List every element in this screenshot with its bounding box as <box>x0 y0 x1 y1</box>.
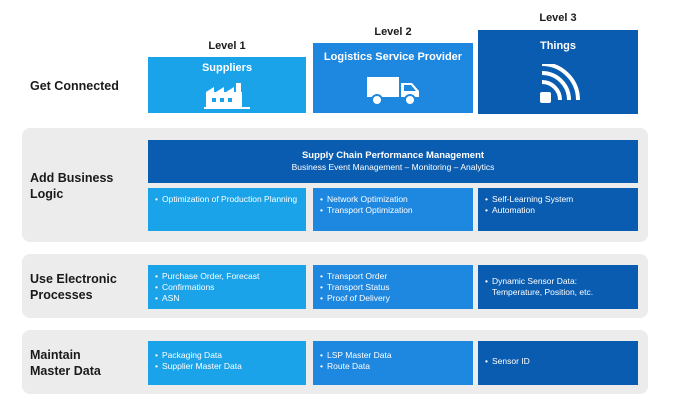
sensor-wireless-icon <box>540 64 580 103</box>
row-label-get-connected: Get Connected <box>30 79 119 93</box>
business-logic-things: Self-Learning System Automation <box>478 188 638 231</box>
scpm-title: Supply Chain Performance Management <box>301 150 485 161</box>
business-logic-lsp: Network Optimization Transport Optimizat… <box>313 188 473 231</box>
master-data-things: Sensor ID <box>478 341 638 385</box>
electronic-processes-suppliers: Purchase Order, Forecast Confirmations A… <box>148 265 306 309</box>
list-item: Purchase Order, Forecast <box>155 271 300 282</box>
list-item: LSP Master Data <box>320 350 467 361</box>
list-item: Confirmations <box>155 282 300 293</box>
things-title: Things <box>539 40 577 52</box>
master-data-suppliers: Packaging Data Supplier Master Data <box>148 341 306 385</box>
factory-icon <box>204 83 250 109</box>
scpm-banner: Supply Chain Performance Management Busi… <box>148 140 638 183</box>
lsp-title: Logistics Service Provider <box>323 51 463 63</box>
list-item: Dynamic Sensor Data: Temperature, Positi… <box>485 276 632 298</box>
electronic-processes-things: Dynamic Sensor Data: Temperature, Positi… <box>478 265 638 309</box>
list-item: Transport Order <box>320 271 467 282</box>
electronic-processes-lsp: Transport Order Transport Status Proof o… <box>313 265 473 309</box>
row-label-add-business-logic: Add Business Logic <box>30 171 114 201</box>
level-3-label: Level 3 <box>539 12 577 24</box>
list-item: Transport Optimization <box>320 205 467 216</box>
list-item: Route Data <box>320 361 467 372</box>
things-header: Things <box>478 30 638 114</box>
suppliers-header: Suppliers <box>148 57 306 113</box>
business-logic-suppliers: Optimization of Production Planning <box>148 188 306 231</box>
scpm-subtitle: Business Event Management – Monitoring –… <box>291 162 495 172</box>
suppliers-title: Suppliers <box>201 62 253 74</box>
list-item: Network Optimization <box>320 194 467 205</box>
level-2-label: Level 2 <box>374 26 412 38</box>
list-item: Packaging Data <box>155 350 300 361</box>
list-item: Self-Learning System <box>485 194 632 205</box>
row-label-maintain-master-data: Maintain Master Data <box>30 348 101 378</box>
list-item: ASN <box>155 293 300 304</box>
truck-icon <box>367 77 419 106</box>
list-item: Proof of Delivery <box>320 293 467 304</box>
list-item: Supplier Master Data <box>155 361 300 372</box>
lsp-header: Logistics Service Provider <box>313 43 473 113</box>
list-item: Automation <box>485 205 632 216</box>
row-label-use-electronic-processes: Use Electronic Processes <box>30 272 117 302</box>
list-item: Transport Status <box>320 282 467 293</box>
list-item: Optimization of Production Planning <box>155 194 300 205</box>
level-1-label: Level 1 <box>208 40 246 52</box>
list-item: Sensor ID <box>485 356 632 367</box>
master-data-lsp: LSP Master Data Route Data <box>313 341 473 385</box>
